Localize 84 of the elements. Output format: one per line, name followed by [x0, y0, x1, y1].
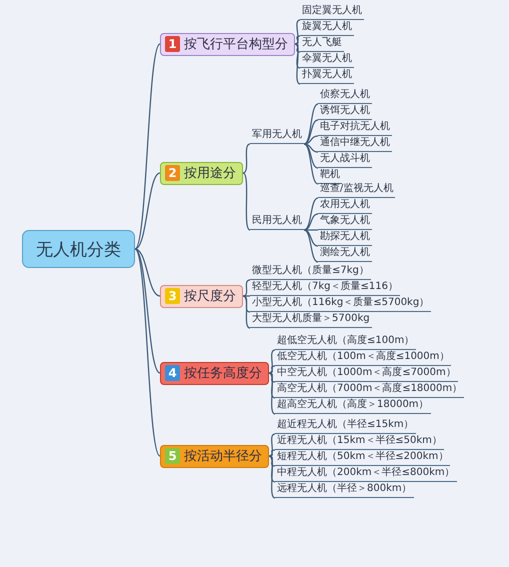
subtopic-label: 通信中继无人机: [318, 136, 392, 152]
branch-label: 按飞行平台构型分: [184, 36, 288, 53]
subtopic-label: 巡查/监视无人机: [318, 182, 396, 198]
subtopic-label: 低空无人机（100m＜高度≤1000m）: [275, 350, 452, 366]
connector-line: [294, 43, 300, 85]
subtopic-label: 电子对抗无人机: [318, 120, 392, 136]
connector-line: [134, 172, 160, 250]
subtopic-label: 侦察无人机: [318, 88, 372, 104]
connector-line: [268, 433, 276, 457]
subtopic-label: 轻型无人机（7kg＜质量≤116）: [250, 280, 400, 296]
subtopic-label: 扑翼无人机: [300, 68, 354, 84]
central-topic-box: 无人机分类: [22, 230, 135, 268]
subtopic-label: 靶机: [318, 168, 342, 184]
connector-line: [242, 295, 250, 329]
connector-line: [304, 229, 318, 263]
subtopic-label: 无人飞艇: [300, 36, 344, 52]
subtopic-label: 超近程无人机（半径≤15km）: [275, 418, 416, 434]
subtopic-label: 短程无人机（50km＜半径≤200km）: [275, 450, 450, 466]
branch-label: 按任务高度分: [184, 365, 262, 382]
connector-line: [304, 119, 318, 145]
subtopic-label: 农用无人机: [318, 198, 372, 214]
subtopic-label: 近程无人机（15km＜半径≤50km）: [275, 434, 444, 450]
connector-line: [294, 19, 300, 45]
connector-line: [304, 229, 318, 231]
connector-line: [304, 103, 318, 145]
connector-line: [268, 372, 276, 399]
number-badge: 5: [165, 448, 180, 464]
branch-topic-box: [160, 162, 243, 184]
subtopic-label: 诱饵无人机: [318, 104, 372, 120]
connector-line: [268, 449, 276, 457]
connector-line: [304, 213, 318, 231]
connector-line: [294, 43, 300, 53]
subtopic-label: 超低空无人机（高度≤100m）: [275, 334, 416, 350]
subtopic-label: 高空无人机（7000m＜高度≤18000m）: [275, 382, 464, 398]
number-badge: 2: [165, 165, 180, 181]
connector-line: [242, 295, 250, 313]
connector-line: [304, 229, 318, 247]
branch-label: 按用途分: [184, 165, 236, 182]
subtopic-label: 气象无人机: [318, 214, 372, 230]
connector-line: [268, 365, 276, 374]
connector-line: [294, 43, 300, 69]
connector-line: [304, 135, 318, 145]
connector-line: [268, 372, 276, 415]
branch-label: 按活动半径分: [184, 448, 262, 465]
subtopic-label: 中空无人机（1000m＜高度≤7000m）: [275, 366, 458, 382]
subtopic-label: 民用无人机: [250, 214, 304, 230]
number-badge: 4: [165, 365, 180, 381]
connector-line: [134, 248, 160, 374]
branch-topic-box: [160, 362, 269, 384]
branch-topic-box: [160, 32, 295, 56]
number-badge: 3: [165, 288, 180, 304]
connector-line: [304, 197, 318, 231]
connector-line: [242, 143, 250, 174]
connector-line: [134, 44, 160, 250]
connector-line: [304, 143, 318, 153]
subtopic-label: 旋翼无人机: [300, 20, 354, 36]
subtopic-label: 微型无人机（质量≤7kg）: [250, 264, 371, 280]
connector-line: [242, 172, 250, 230]
connector-line: [304, 143, 318, 185]
connector-line: [268, 372, 276, 383]
connector-line: [268, 455, 276, 467]
connector-line: [134, 248, 160, 456]
branch-topic-box: [160, 444, 269, 468]
subtopic-label: 测绘无人机: [318, 246, 372, 262]
subtopic-label: 军用无人机: [250, 128, 304, 144]
connector-line: [134, 248, 160, 297]
subtopic-label: 无人战斗机: [318, 152, 372, 168]
subtopic-label: 中程无人机（200km＜半径≤800km）: [275, 466, 457, 482]
subtopic-label: 伞翼无人机: [300, 52, 354, 68]
subtopic-label: 固定翼无人机: [300, 4, 364, 20]
subtopic-label: 小型无人机（116kg＜质量≤5700kg）: [250, 296, 432, 312]
subtopic-label: 超高空无人机（高度＞18000m）: [275, 398, 431, 414]
connector-line: [268, 455, 276, 499]
connector-line: [304, 143, 318, 169]
number-badge: 1: [165, 36, 180, 52]
connector-line: [268, 349, 276, 374]
branch-label: 按尺度分: [184, 288, 236, 305]
connector-line: [268, 455, 276, 483]
subtopic-label: 大型无人机质量＞5700kg: [250, 312, 372, 328]
branch-topic-box: [160, 284, 243, 308]
subtopic-label: 远程无人机（半径＞800km）: [275, 482, 414, 498]
subtopic-label: 勘探无人机: [318, 230, 372, 246]
connector-line: [294, 35, 300, 45]
connector-line: [242, 279, 250, 297]
